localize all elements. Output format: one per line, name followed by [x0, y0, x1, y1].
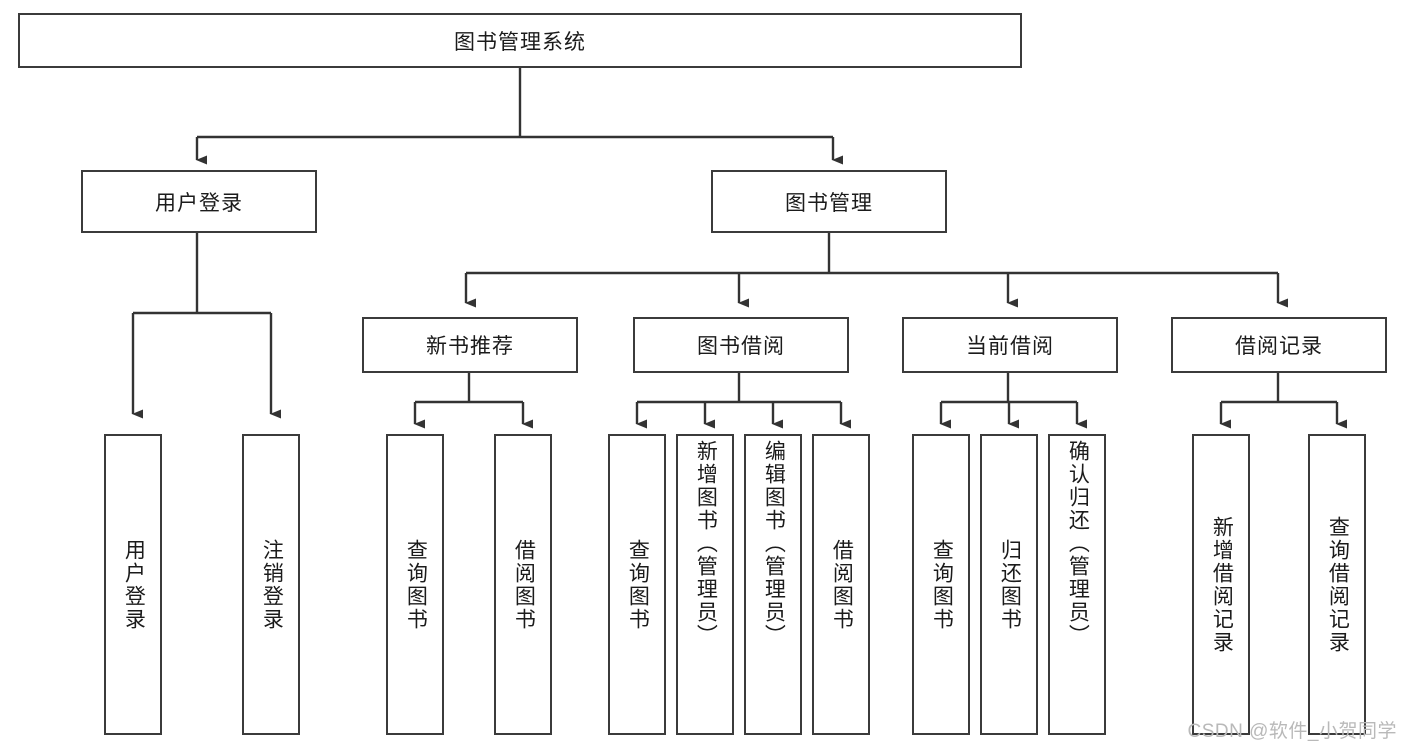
node-label: 查询图书 [626, 538, 650, 631]
node-label: 归还图书 [998, 538, 1022, 631]
node-label: 新书推荐 [426, 335, 514, 358]
node-label: 用户登录 [122, 538, 146, 631]
node-label: 借阅记录 [1235, 335, 1323, 358]
node-label: 新增图书（管理员） [694, 440, 718, 647]
leaf-current-query-book[interactable]: 查询图书 [912, 434, 970, 735]
leaf-current-return-book[interactable]: 归还图书 [980, 434, 1038, 735]
leaf-borrow-borrow-book[interactable]: 借阅图书 [812, 434, 870, 735]
leaf-recommend-borrow-book[interactable]: 借阅图书 [494, 434, 552, 735]
node-label: 借阅图书 [830, 538, 854, 631]
node-new-book-recommend[interactable]: 新书推荐 [362, 317, 578, 373]
node-label: 查询借阅记录 [1326, 515, 1350, 654]
leaf-user-login-login[interactable]: 用户登录 [104, 434, 162, 735]
leaf-recommend-query-book[interactable]: 查询图书 [386, 434, 444, 735]
leaf-record-add-record[interactable]: 新增借阅记录 [1192, 434, 1250, 735]
node-label: 注销登录 [260, 538, 284, 631]
leaf-user-login-logout[interactable]: 注销登录 [242, 434, 300, 735]
node-user-login[interactable]: 用户登录 [81, 170, 317, 233]
leaf-borrow-query-book[interactable]: 查询图书 [608, 434, 666, 735]
node-label: 编辑图书（管理员） [762, 440, 786, 647]
node-book-management[interactable]: 图书管理 [711, 170, 947, 233]
node-label: 借阅图书 [512, 538, 536, 631]
watermark-text: CSDN @软件_小贺同学 [1187, 721, 1397, 742]
leaf-record-query-record[interactable]: 查询借阅记录 [1308, 434, 1366, 735]
node-label: 查询图书 [930, 538, 954, 631]
leaf-current-confirm-return-admin[interactable]: 确认归还（管理员） [1048, 434, 1106, 735]
node-label: 新增借阅记录 [1210, 515, 1234, 654]
leaf-borrow-edit-book-admin[interactable]: 编辑图书（管理员） [744, 434, 802, 735]
node-book-borrow[interactable]: 图书借阅 [633, 317, 849, 373]
leaf-borrow-add-book-admin[interactable]: 新增图书（管理员） [676, 434, 734, 735]
node-root-book-management-system[interactable]: 图书管理系统 [18, 13, 1022, 68]
node-current-borrow[interactable]: 当前借阅 [902, 317, 1118, 373]
node-label: 用户登录 [155, 191, 243, 215]
node-label: 图书管理 [785, 191, 873, 215]
node-borrow-record[interactable]: 借阅记录 [1171, 317, 1387, 373]
node-label: 确认归还（管理员） [1066, 440, 1090, 647]
node-label: 图书借阅 [697, 335, 785, 358]
node-label: 查询图书 [404, 538, 428, 631]
node-label: 当前借阅 [966, 335, 1054, 358]
node-label: 图书管理系统 [454, 30, 586, 54]
